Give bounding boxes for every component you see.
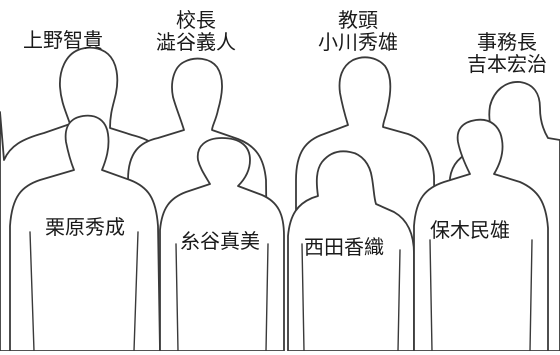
- name-itoya: 糸谷真美: [180, 229, 260, 253]
- name-nishida: 西田香織: [304, 235, 384, 259]
- label-yoshimoto: 事務長 吉本宏治: [467, 31, 547, 76]
- silhouette-hoki: [413, 118, 549, 352]
- silhouette-itoya: [159, 137, 285, 352]
- label-kurihara: 栗原秀成: [45, 216, 125, 238]
- label-ueno: 上野智貴: [23, 28, 103, 52]
- label-ogawa: 教頭 小川秀雄: [318, 9, 398, 54]
- role-yoshimoto: 事務長: [477, 30, 537, 54]
- name-shibuya: 澁谷義人: [156, 30, 236, 55]
- label-nishida: 西田香織: [304, 236, 384, 258]
- name-kurihara: 栗原秀成: [45, 215, 125, 239]
- name-ueno: 上野智貴: [23, 28, 103, 52]
- silhouette-kurihara: [9, 114, 161, 352]
- role-shibuya: 校長: [176, 8, 216, 32]
- name-ogawa: 小川秀雄: [318, 30, 398, 55]
- label-hoki: 保木民雄: [430, 219, 510, 241]
- label-shibuya: 校長 澁谷義人: [156, 9, 236, 54]
- silhouette-nishida: [287, 150, 415, 352]
- name-hoki: 保木民雄: [430, 218, 510, 242]
- role-ogawa: 教頭: [338, 8, 378, 32]
- name-yoshimoto: 吉本宏治: [467, 52, 547, 77]
- label-itoya: 糸谷真美: [180, 230, 260, 252]
